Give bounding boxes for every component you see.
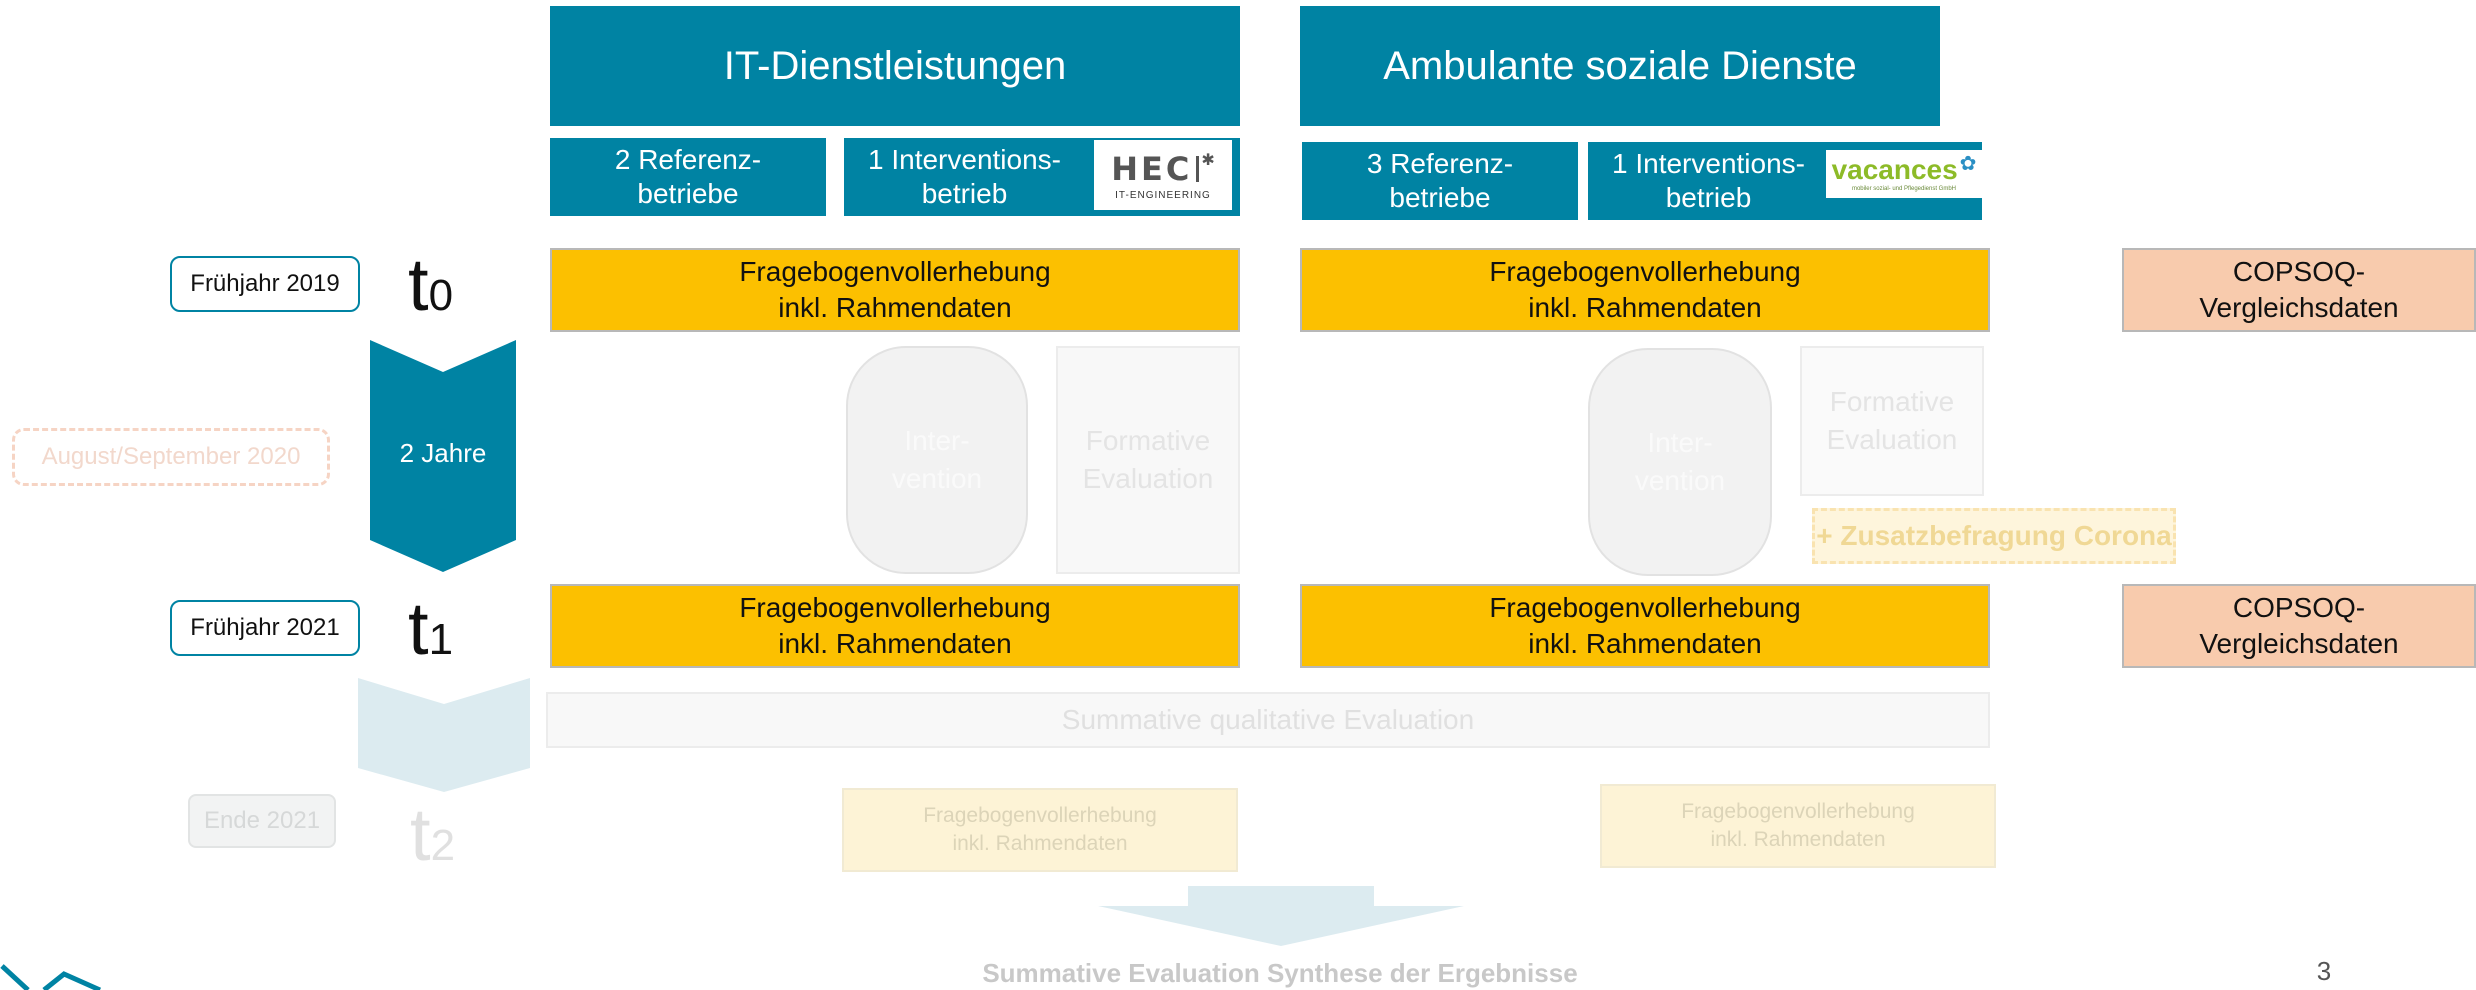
hec-logo-star-icon: ✱ [1201, 151, 1215, 169]
social-intervention-label: 1 Interventions- betrieb [1612, 148, 1805, 213]
faded-chevron [358, 678, 530, 792]
it-survey-t1: Fragebogenvollerhebung inkl. Rahmendaten [550, 584, 1240, 668]
interval-chevron [370, 340, 516, 572]
social-formative-evaluation: Formative Evaluation [1800, 346, 1984, 496]
social-survey-t1: Fragebogenvollerhebung inkl. Rahmendaten [1300, 584, 1990, 668]
hec-logo-subtitle: IT-ENGINEERING [1115, 189, 1211, 201]
it-survey-t2: Fragebogenvollerhebung inkl. Rahmendaten [842, 788, 1238, 872]
social-survey-t2: Fragebogenvollerhebung inkl. Rahmendaten [1600, 784, 1996, 868]
copsoq-t1: COPSOQ- Vergleichsdaten [2122, 584, 2476, 668]
it-services-title: IT-Dienstleistungen [723, 43, 1067, 88]
summative-qualitative-evaluation: Summative qualitative Evaluation [546, 692, 1990, 748]
t2-label: t2 [410, 798, 455, 872]
t2-index: 2 [430, 821, 456, 870]
it-intervention-oval: Inter- vention [846, 346, 1028, 574]
t0-letter: t [408, 243, 429, 326]
corner-logo-icon [0, 964, 102, 990]
copsoq-t0: COPSOQ- Vergleichsdaten [2122, 248, 2476, 332]
corona-survey-box: + Zusatzbefragung Corona [1812, 508, 2176, 564]
vacances-flower-icon: ✿ [1959, 153, 1977, 175]
faded-chevron-shape [358, 678, 530, 792]
page-number: 3 [2316, 956, 2332, 986]
t1-letter: t [408, 587, 429, 670]
social-intervention-oval: Inter- vention [1588, 348, 1772, 576]
synthesis-arrow [1098, 886, 1464, 946]
it-intervention-label: 1 Interventions- betrieb [868, 144, 1061, 209]
vacances-logo-text: vacances [1831, 154, 1958, 185]
t0-index: 0 [428, 271, 454, 320]
hec-logo-text: HEC [1111, 149, 1193, 188]
interval-chevron-shape [370, 340, 516, 572]
t2-letter: t [410, 793, 431, 876]
social-reference-companies: 3 Referenz- betriebe [1302, 142, 1578, 220]
it-services-header: IT-Dienstleistungen [550, 6, 1240, 126]
t0-date-badge: Frühjahr 2019 [170, 256, 360, 312]
vacances-logo-subtitle: mobiler sozial- und Pflegedienst GmbH [1851, 186, 1957, 192]
hec-logo-mark-icon [1196, 155, 1200, 182]
social-survey-t0: Fragebogenvollerhebung inkl. Rahmendaten [1300, 248, 1990, 332]
it-reference-companies: 2 Referenz- betriebe [550, 138, 826, 216]
t0-label: t0 [408, 248, 453, 322]
t1-index: 1 [428, 615, 454, 664]
interval-label: 2 Jahre [399, 438, 487, 468]
synthesis-arrow-shape [1098, 886, 1464, 946]
t2-date-badge: Ende 2021 [188, 794, 336, 848]
vacances-logo: vacances ✿ mobiler sozial- und Pflegedie… [1826, 150, 1982, 198]
t1-date-badge: Frühjahr 2021 [170, 600, 360, 656]
it-survey-t0: Fragebogenvollerhebung inkl. Rahmendaten [550, 248, 1240, 332]
corner-logo-stroke-2 [42, 971, 102, 990]
hec-logo: HEC ✱ IT-ENGINEERING [1094, 140, 1232, 210]
mid-date-badge: August/September 2020 [12, 428, 330, 486]
t1-label: t1 [408, 592, 453, 666]
social-services-header: Ambulante soziale Dienste [1300, 6, 1940, 126]
it-formative-evaluation: Formative Evaluation [1056, 346, 1240, 574]
synthesis-label: Summative Evaluation Synthese der Ergebn… [982, 958, 1578, 988]
social-services-title: Ambulante soziale Dienste [1383, 43, 1857, 88]
corner-logo-stroke-1 [0, 964, 30, 990]
